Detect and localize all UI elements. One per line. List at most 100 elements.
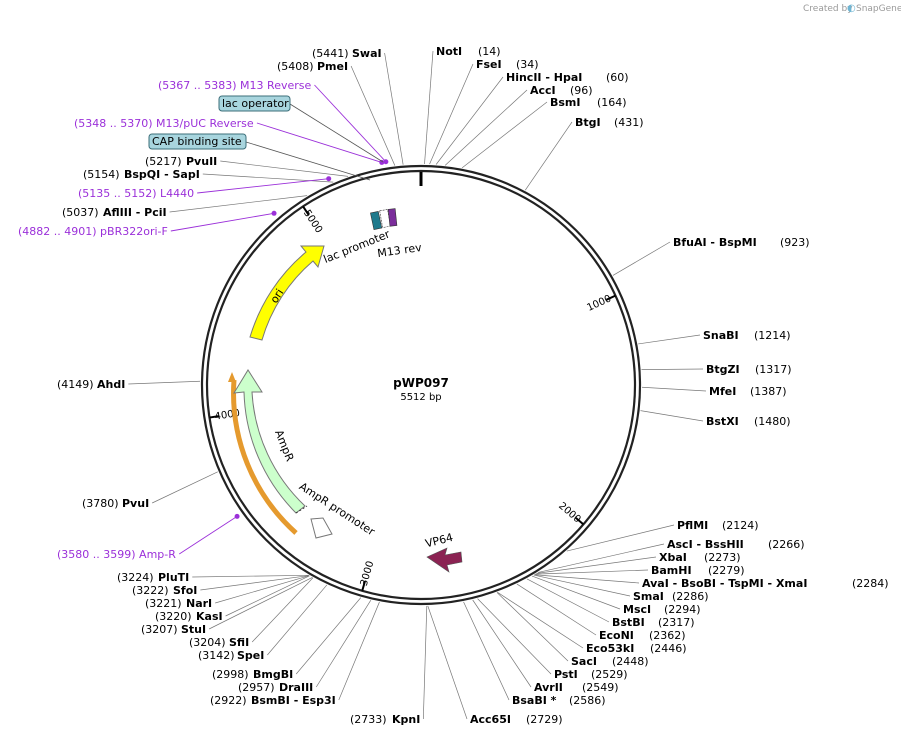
enz-name: BstBI [612, 616, 645, 629]
enz-coord: (2733) [350, 713, 387, 726]
enz-name: AflIII - PciI [103, 206, 167, 219]
lac-promoter-feature: lac promoter M13 rev [322, 208, 423, 266]
tick-mark [605, 294, 616, 301]
enz-coord: (2922) [210, 694, 247, 707]
enz-name: BmgBI [253, 668, 293, 681]
enz-coord: (1387) [750, 385, 787, 398]
enzyme-leader-line [472, 599, 532, 688]
enzyme-leader-line [641, 368, 704, 370]
enzyme-leader-line [384, 52, 404, 165]
enz-name: PflMI [677, 519, 708, 532]
enzyme-leader-line [533, 574, 631, 597]
ampr-arrow [233, 369, 306, 514]
enzyme-leader-line [612, 241, 671, 276]
enz-coord: (3222) [132, 584, 169, 597]
enzyme-leader-line [477, 598, 552, 675]
enzyme-leader-line [200, 575, 310, 591]
enz-coord: (2362) [649, 629, 686, 642]
cap-binding-site-feature: CAP binding site [148, 133, 371, 181]
enzyme-leader-line [429, 63, 474, 165]
lac-promoter-block [370, 210, 383, 230]
enzyme-layer [128, 50, 707, 720]
enzyme-leader-line [225, 575, 310, 617]
enz-coord: (3224) [117, 571, 154, 584]
enz-name: SfiI [229, 636, 249, 649]
enz-name: AvaI - BsoBI - TspMI - XmaI [642, 577, 807, 590]
snapgene-icon: ◐ [847, 3, 856, 14]
enzyme-leader-line [295, 597, 362, 675]
enz-coord: (2446) [650, 642, 687, 655]
enz-coord: (5037) [62, 206, 99, 219]
enz-coord: (34) [516, 58, 539, 71]
enz-coord: (2957) [238, 681, 275, 694]
enzyme-leader-line [427, 605, 468, 720]
enz-name: PvuI [122, 497, 149, 510]
enzyme-leader-line [496, 592, 569, 662]
primer-label: (4882 .. 4901) pBR322ori-F [18, 225, 168, 238]
enzyme-leader-line [220, 160, 349, 177]
enz-name: PluTI [158, 571, 189, 584]
primer-leader-line [197, 178, 329, 194]
enzyme-leader-line [128, 380, 201, 385]
primer-layer [170, 84, 389, 555]
enzyme-leader-line [202, 173, 334, 183]
enz-coord: (4149) [57, 378, 94, 391]
enzyme-leader-line [516, 583, 597, 636]
enz-coord: (3204) [189, 636, 226, 649]
enz-name: BsmI [550, 96, 581, 109]
enzyme-leader-line [640, 410, 704, 422]
enz-name: SpeI [237, 649, 264, 662]
enz-name: Eco53kI [586, 642, 634, 655]
enzyme-leader-line [526, 578, 610, 623]
primer-leader-line [179, 515, 238, 555]
enz-name: EcoNI [599, 629, 634, 642]
enz-name: Acc65I [470, 713, 511, 726]
enz-name: FseI [476, 58, 502, 71]
enz-coord: (2529) [591, 668, 628, 681]
enz-name: BspQI - SapI [124, 168, 200, 181]
enzyme-leader-line [350, 65, 396, 166]
enzyme-leader-line [535, 569, 649, 575]
enz-name: AhdI [97, 378, 125, 391]
tick-label: 2000 [556, 501, 582, 526]
enz-name: AscI - BssHII [667, 538, 744, 551]
enz-coord: (2266) [768, 538, 805, 551]
enzyme-leader-line [638, 334, 701, 345]
primer-label: (5367 .. 5383) M13 Reverse [158, 79, 311, 92]
primer-leader-line [256, 122, 382, 163]
enzyme-leader-line [461, 101, 548, 169]
enz-coord: (5154) [83, 168, 120, 181]
enz-coord: (60) [606, 71, 629, 84]
enz-name: SacI [571, 655, 597, 668]
enz-coord: (3207) [141, 623, 178, 636]
enz-name: AccI [530, 84, 556, 97]
enz-coord: (5408) [277, 60, 314, 73]
m13-rev-label: M13 rev [377, 241, 423, 260]
enzyme-leader-line [463, 601, 510, 701]
plasmid-size: 5512 bp [400, 392, 441, 403]
enz-coord: (2998) [212, 668, 249, 681]
enz-coord: (2294) [664, 603, 701, 616]
ori-arrow [249, 245, 325, 341]
primer-label: (5348 .. 5370) M13/pUC Reverse [74, 117, 254, 130]
enz-coord: (2549) [582, 681, 619, 694]
enz-name: NotI [436, 45, 462, 58]
enz-name: XbaI [659, 551, 687, 564]
tick-label: 1000 [585, 293, 613, 314]
enz-coord: (1214) [754, 329, 791, 342]
enz-name: SnaBI [703, 329, 739, 342]
enzyme-leader-line [215, 575, 310, 604]
enz-coord: (3220) [155, 610, 192, 623]
enzyme-leader-line [169, 195, 308, 213]
enz-coord: (3221) [145, 597, 182, 610]
enzyme-leader-line [338, 601, 380, 701]
enz-name: BamHI [651, 564, 692, 577]
enz-coord: (2729) [526, 713, 563, 726]
enz-name: NarI [186, 597, 212, 610]
enz-coord: (2317) [658, 616, 695, 629]
ori-feature: ori [249, 245, 325, 341]
enz-coord: (2124) [722, 519, 759, 532]
primer-label: (5135 .. 5152) L4440 [78, 187, 194, 200]
cap-binding-site-label: CAP binding site [152, 135, 242, 148]
